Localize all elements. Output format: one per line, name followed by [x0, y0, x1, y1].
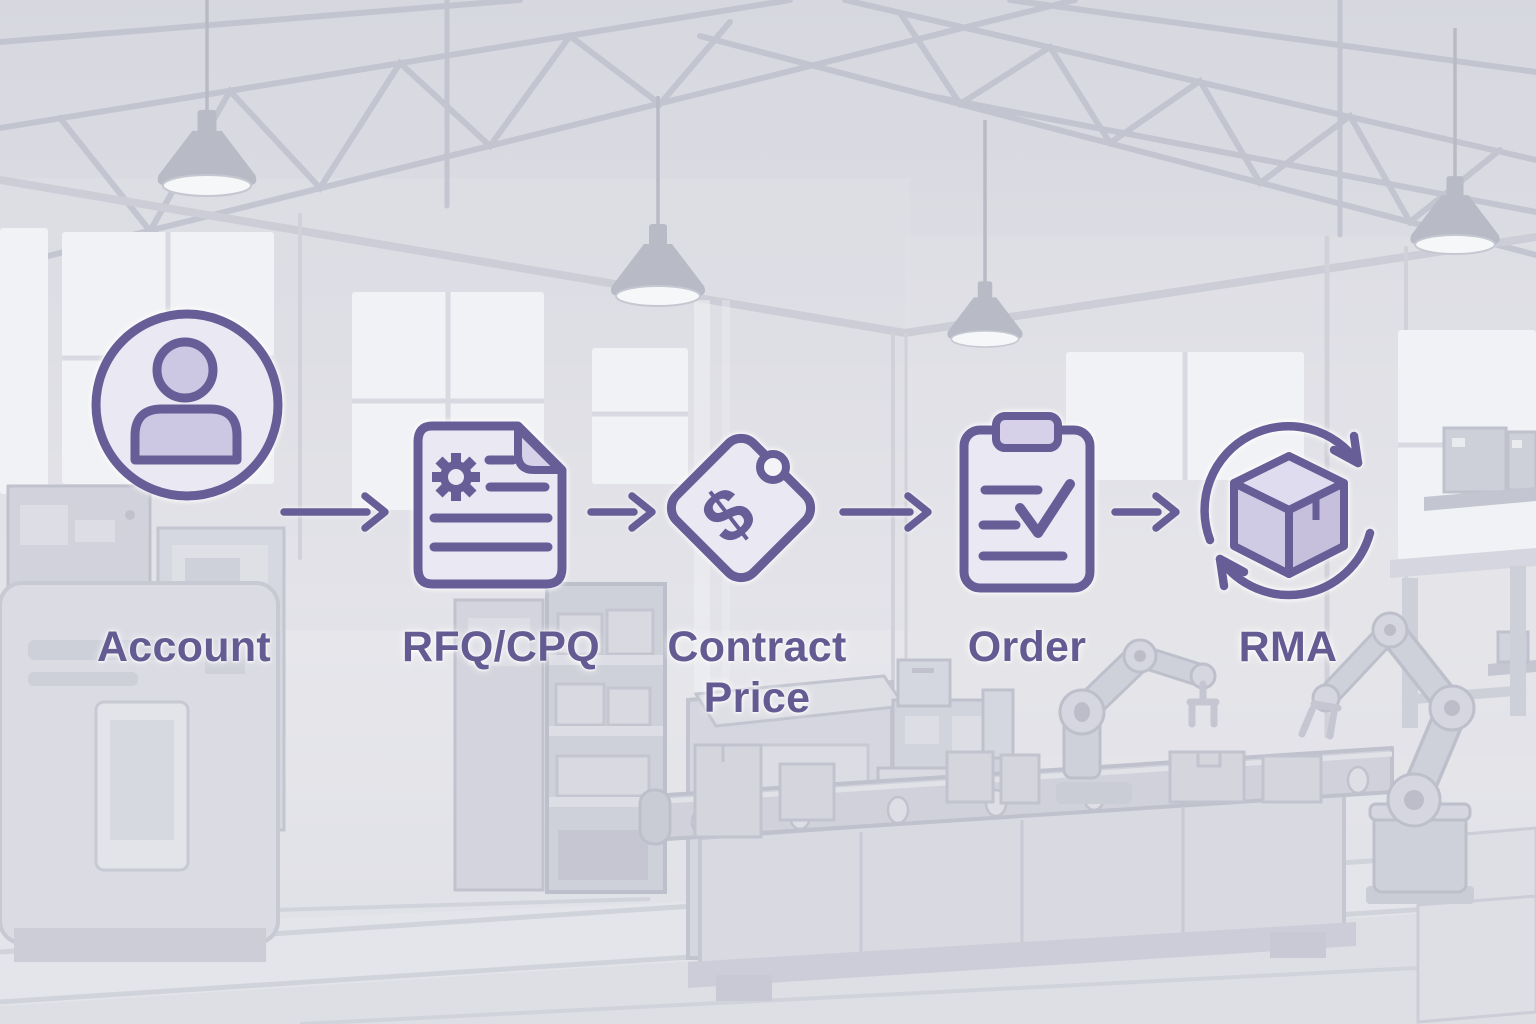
package-cube	[1230, 452, 1348, 578]
document-gear-icon	[413, 421, 567, 589]
box-return-cycle-icon	[1200, 422, 1375, 600]
conveyor-belt	[638, 743, 1394, 1001]
boxes-on-belt	[693, 743, 1323, 839]
ceiling-trusses	[0, 0, 1536, 271]
gear-icon	[432, 453, 480, 501]
price-tag-icon: $	[666, 433, 816, 583]
gripper	[1186, 680, 1220, 728]
left-machines	[0, 484, 286, 962]
robot-arm	[1056, 638, 1220, 804]
storage-shelf	[453, 582, 667, 894]
pendant-lamp-icon	[157, 109, 1500, 348]
flow-step-label-contract-price: Contract Price	[667, 623, 847, 722]
flow-arrow-icon	[839, 492, 932, 532]
flow-arrow-icon	[1111, 492, 1180, 532]
flow-step-label-rfq-cpq: RFQ/CPQ	[402, 623, 600, 671]
flow-step-label-order: Order	[967, 623, 1087, 671]
flow-arrow-icon	[587, 492, 656, 532]
flow-arrow-icon	[280, 492, 389, 532]
clipboard-check-icon	[959, 412, 1095, 593]
pendant-lamps	[157, 0, 1500, 348]
user-circle-icon	[91, 309, 283, 501]
gripper	[1298, 700, 1342, 740]
cycle-arrows	[1200, 422, 1375, 600]
flow-step-label-rma: RMA	[1238, 623, 1338, 671]
flow-step-label-account: Account	[96, 623, 272, 671]
robot-arm	[1298, 611, 1476, 904]
